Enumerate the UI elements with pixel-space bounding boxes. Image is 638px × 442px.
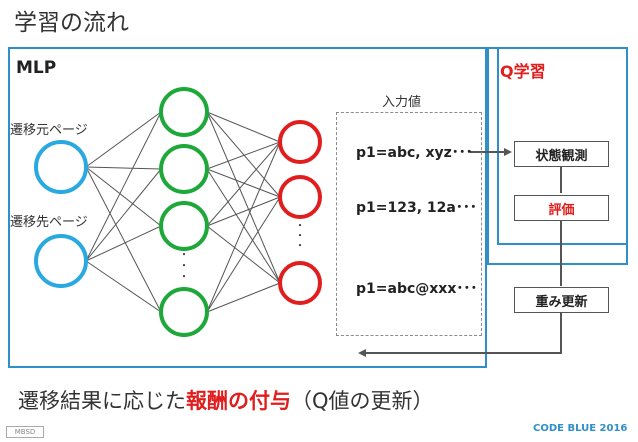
network-edge bbox=[206, 111, 281, 198]
input-value-2: p1=123, 12a･･･ bbox=[356, 200, 477, 216]
input-value-1: p1=abc, xyz･･･ bbox=[356, 145, 473, 161]
network-edge bbox=[85, 166, 162, 170]
hidden-node-2 bbox=[159, 144, 209, 194]
network-nodes bbox=[34, 87, 322, 337]
input-value-3: p1=abc@xxx･･･ bbox=[356, 281, 478, 297]
mlp-frame bbox=[8, 47, 487, 368]
mbsd-badge: MBSD bbox=[6, 426, 44, 438]
output-node-1 bbox=[278, 120, 322, 164]
flow-arrows bbox=[358, 148, 562, 357]
reward-caption: 遷移結果に応じた報酬の付与（Q値の更新） bbox=[18, 385, 434, 415]
reward-caption-highlight: 報酬の付与 bbox=[186, 389, 291, 413]
input-node-2 bbox=[34, 234, 88, 288]
network-edge bbox=[85, 111, 162, 168]
network-edge bbox=[85, 168, 162, 262]
footer-brand: CODE BLUE 2016 bbox=[533, 423, 628, 434]
q-learning-label: Q学習 bbox=[500, 62, 546, 81]
hidden-node-3 bbox=[159, 201, 209, 251]
input-values-box bbox=[336, 112, 482, 336]
state-observation-box: 状態観測 bbox=[514, 141, 609, 167]
output-ellipsis: ・・・ bbox=[295, 221, 305, 252]
network-edge bbox=[85, 166, 162, 227]
output-node-3 bbox=[278, 261, 322, 305]
network-edge bbox=[85, 260, 162, 313]
hidden-node-4 bbox=[159, 287, 209, 337]
network-edge bbox=[206, 141, 281, 313]
network-edge bbox=[206, 111, 281, 143]
network-edge bbox=[85, 225, 162, 262]
network-edge bbox=[206, 196, 281, 227]
network-edge bbox=[206, 141, 281, 170]
network-edge bbox=[206, 141, 281, 227]
input-values-title: 入力値 bbox=[382, 95, 422, 110]
network-edge bbox=[206, 168, 281, 198]
hidden-node-1 bbox=[159, 87, 209, 137]
input-label-source-page: 遷移元ページ bbox=[10, 123, 88, 138]
page-title: 学習の流れ bbox=[14, 10, 129, 36]
update-feedback-arrow bbox=[358, 313, 562, 357]
input-label-dest-page: 遷移先ページ bbox=[10, 215, 88, 230]
weight-update-box: 重み更新 bbox=[514, 287, 609, 313]
network-edge bbox=[206, 111, 281, 284]
network-edge bbox=[206, 282, 281, 313]
network-edge bbox=[85, 111, 162, 262]
network-edges bbox=[85, 111, 281, 313]
input-node-1 bbox=[34, 140, 88, 194]
network-edge bbox=[206, 196, 281, 313]
q-learning-inner-frame bbox=[497, 47, 628, 245]
mlp-label: MLP bbox=[16, 58, 57, 78]
output-node-2 bbox=[278, 175, 322, 219]
hidden-ellipsis: ・・・ bbox=[179, 250, 189, 283]
reward-caption-part2: （Q値の更新） bbox=[291, 389, 434, 413]
network-edge bbox=[85, 166, 162, 313]
reward-caption-part1: 遷移結果に応じた bbox=[18, 389, 186, 413]
evaluation-box: 評価 bbox=[514, 195, 609, 221]
